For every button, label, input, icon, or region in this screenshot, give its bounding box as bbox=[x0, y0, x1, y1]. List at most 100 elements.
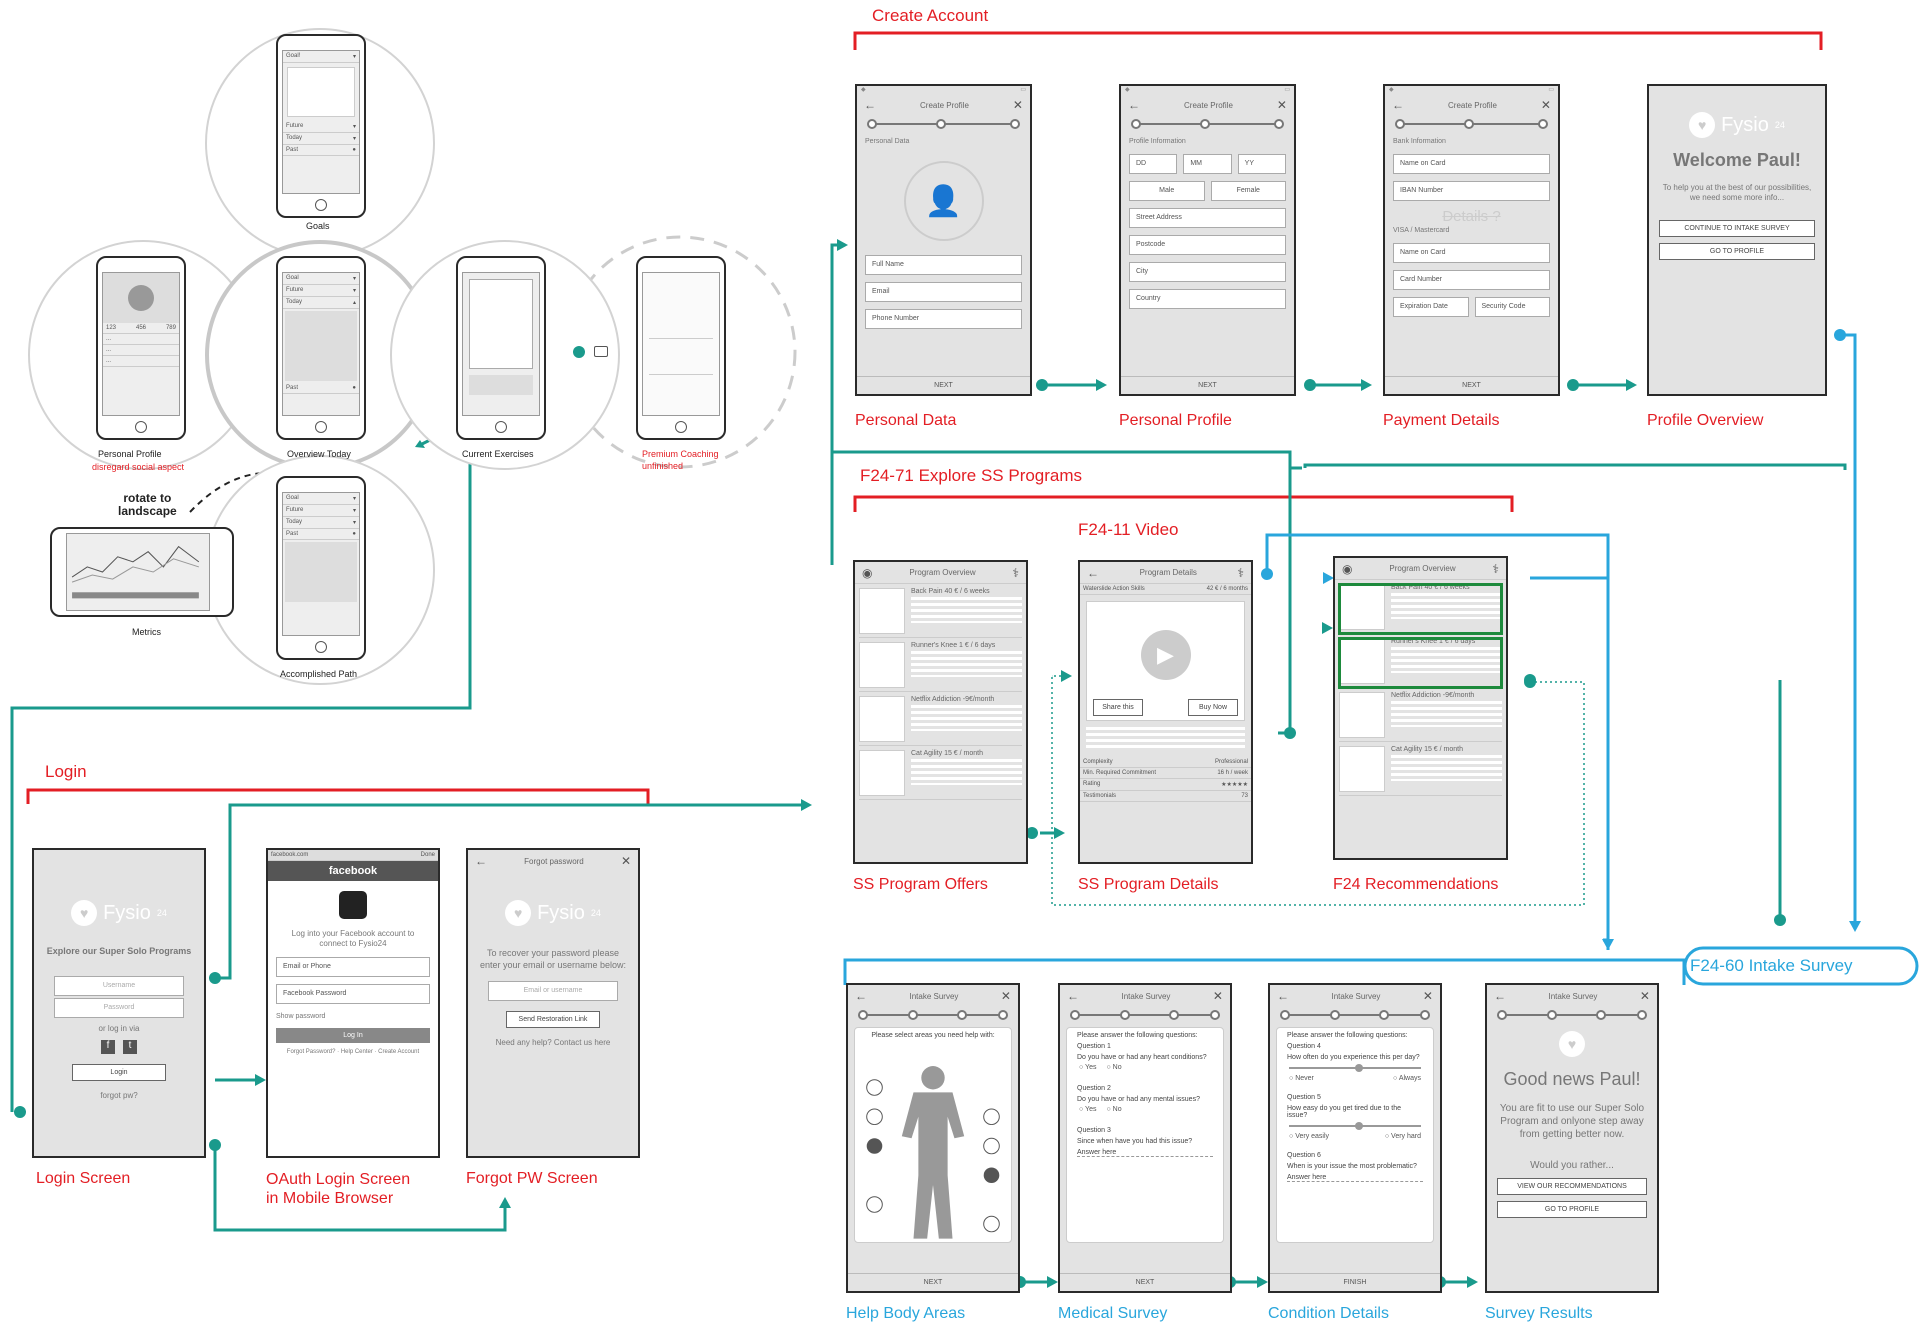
close-icon[interactable]: ✕ bbox=[1000, 989, 1011, 1003]
recommended-card[interactable]: Back Pain 40 € / 6 weeks bbox=[1338, 583, 1503, 635]
send-link-button[interactable]: Send Restoration Link bbox=[506, 1011, 600, 1029]
close-icon[interactable]: ✕ bbox=[1276, 98, 1287, 112]
security-code-field[interactable]: Security Code bbox=[1474, 297, 1550, 317]
month-select[interactable]: MM bbox=[1183, 154, 1232, 174]
male-toggle[interactable]: Male bbox=[1129, 181, 1205, 201]
username-input[interactable]: Username bbox=[54, 975, 184, 996]
welcome-title: Welcome Paul! bbox=[1673, 150, 1801, 170]
day-select[interactable]: DD bbox=[1129, 154, 1178, 174]
profile-icon[interactable]: ◉ bbox=[1342, 561, 1353, 576]
close-icon[interactable]: ✕ bbox=[1212, 989, 1223, 1003]
full-name-field[interactable]: Full Name bbox=[865, 255, 1022, 275]
share-button[interactable]: Share this bbox=[1093, 699, 1143, 716]
next-button[interactable]: NEXT bbox=[1121, 376, 1294, 394]
bank-name-on-card-field[interactable]: Name on Card bbox=[1393, 154, 1550, 174]
next-button[interactable]: NEXT bbox=[857, 376, 1030, 394]
program-card[interactable]: Cat Agility 15 € / month bbox=[859, 750, 1022, 800]
phone-current-exercises[interactable] bbox=[456, 256, 546, 440]
fb-email-input[interactable]: Email or Phone bbox=[276, 956, 430, 977]
fb-login-button[interactable]: Log In bbox=[276, 1027, 430, 1043]
year-select[interactable]: YY bbox=[1237, 154, 1286, 174]
filter-icon[interactable]: ⚕ bbox=[1012, 565, 1019, 580]
back-arrow-icon[interactable]: ← bbox=[1277, 989, 1289, 1003]
play-icon[interactable]: ▶ bbox=[1140, 630, 1191, 681]
q3-answer-input[interactable]: Answer here bbox=[1077, 1149, 1213, 1157]
country-select[interactable]: Country bbox=[1129, 289, 1286, 309]
q6-answer-input[interactable]: Answer here bbox=[1287, 1174, 1423, 1182]
login-button[interactable]: Login bbox=[72, 1064, 166, 1082]
back-arrow-icon[interactable]: ← bbox=[1087, 565, 1099, 580]
twitter-icon[interactable]: t bbox=[123, 1040, 137, 1055]
visa-subtitle: VISA / Mastercard bbox=[1393, 227, 1450, 234]
back-arrow-icon[interactable]: ← bbox=[1392, 98, 1404, 112]
card-name-field[interactable]: Name on Card bbox=[1393, 243, 1550, 263]
recommended-card[interactable]: Runner's Knee 1 € / 6 days bbox=[1338, 637, 1503, 689]
close-icon[interactable]: ✕ bbox=[1540, 98, 1551, 112]
next-button[interactable]: NEXT bbox=[848, 1273, 1018, 1291]
program-card[interactable]: Cat Agility 15 € / month bbox=[1339, 746, 1502, 796]
phone-goals[interactable]: Goal!▾Future▾Today▾Past● bbox=[276, 34, 366, 218]
program-card[interactable]: Runner's Knee 1 € / 6 days bbox=[859, 642, 1022, 692]
continue-survey-button[interactable]: CONTINUE TO INTAKE SURVEY bbox=[1659, 219, 1815, 237]
close-icon[interactable]: ✕ bbox=[1639, 989, 1650, 1003]
female-toggle[interactable]: Female bbox=[1210, 181, 1286, 201]
postcode-field[interactable]: Postcode bbox=[1129, 235, 1286, 255]
details-link[interactable]: Details ? bbox=[1442, 208, 1501, 225]
show-password-toggle[interactable]: Show password bbox=[276, 1012, 326, 1020]
go-profile-button[interactable]: GO TO PROFILE bbox=[1497, 1201, 1647, 1218]
phone-field[interactable]: Phone Number bbox=[865, 309, 1022, 329]
screen-medical-survey: ←Intake Survey✕ Please answer the follow… bbox=[1058, 983, 1232, 1293]
close-icon[interactable]: ✕ bbox=[620, 854, 631, 868]
forgot-pw-link[interactable]: forgot pw? bbox=[100, 1091, 138, 1101]
next-button[interactable]: NEXT bbox=[1060, 1273, 1230, 1291]
body-figure-icon[interactable] bbox=[855, 1041, 1011, 1251]
help-link[interactable]: Need any help? Contact us here bbox=[495, 1038, 611, 1048]
program-card[interactable]: Netflix Addiction -9€/month bbox=[859, 696, 1022, 746]
q2-options[interactable]: YesNo bbox=[1079, 1106, 1211, 1113]
q1-options[interactable]: YesNo bbox=[1079, 1064, 1211, 1071]
card-number-field[interactable]: Card Number bbox=[1393, 270, 1550, 290]
program-card[interactable]: Netflix Addiction -9€/month bbox=[1339, 692, 1502, 742]
q5-slider[interactable] bbox=[1289, 1122, 1421, 1130]
avatar-icon[interactable]: 👤 bbox=[903, 161, 984, 241]
phone-overview-today[interactable]: Goal▾Future▾Today▴Past● bbox=[276, 256, 366, 440]
filter-icon[interactable]: ⚕ bbox=[1237, 565, 1244, 580]
password-input[interactable]: Password bbox=[54, 997, 184, 1018]
q4-slider[interactable] bbox=[1289, 1064, 1421, 1072]
url-bar[interactable]: facebook.com bbox=[271, 852, 309, 858]
video-player[interactable]: ▶ Share this Buy Now bbox=[1086, 601, 1245, 721]
back-arrow-icon[interactable]: ← bbox=[1494, 989, 1506, 1003]
profile-icon[interactable]: ◉ bbox=[862, 565, 873, 580]
go-profile-button[interactable]: GO TO PROFILE bbox=[1659, 242, 1815, 260]
done-button[interactable]: Done bbox=[420, 852, 435, 858]
expiration-field[interactable]: Expiration Date bbox=[1393, 297, 1469, 317]
city-field[interactable]: City bbox=[1129, 262, 1286, 282]
back-arrow-icon[interactable]: ← bbox=[1128, 98, 1140, 112]
back-arrow-icon[interactable]: ← bbox=[855, 989, 867, 1003]
close-icon[interactable]: ✕ bbox=[1422, 989, 1433, 1003]
close-icon[interactable]: ✕ bbox=[1012, 98, 1023, 112]
phone-metrics[interactable] bbox=[50, 527, 234, 617]
fb-links[interactable]: Forgot Password? · Help Center · Create … bbox=[286, 1048, 420, 1055]
back-arrow-icon[interactable]: ← bbox=[864, 98, 876, 112]
iban-field[interactable]: IBAN Number bbox=[1393, 181, 1550, 201]
filter-icon[interactable]: ⚕ bbox=[1492, 561, 1499, 576]
back-arrow-icon[interactable]: ← bbox=[475, 854, 487, 868]
screen-title: Intake Survey bbox=[1121, 991, 1171, 1001]
finish-button[interactable]: FINISH bbox=[1270, 1273, 1440, 1291]
program-card[interactable]: Back Pain 40 € / 6 weeks bbox=[859, 588, 1022, 638]
fb-password-input[interactable]: Facebook Password bbox=[276, 983, 430, 1004]
back-arrow-icon[interactable]: ← bbox=[1067, 989, 1079, 1003]
street-field[interactable]: Street Address bbox=[1129, 208, 1286, 228]
phone-accomplished-path[interactable]: Goal▾Future▾Today▾Past● bbox=[276, 476, 366, 660]
next-button[interactable]: NEXT bbox=[1385, 376, 1558, 394]
view-recommendations-button[interactable]: VIEW OUR RECOMMENDATIONS bbox=[1497, 1178, 1647, 1195]
email-field[interactable]: Email bbox=[865, 282, 1022, 302]
phone-premium-coaching[interactable] bbox=[636, 256, 726, 440]
facebook-icon[interactable]: f bbox=[101, 1040, 115, 1055]
recovery-input[interactable]: Email or username bbox=[488, 981, 618, 1002]
buy-now-button[interactable]: Buy Now bbox=[1188, 699, 1238, 716]
